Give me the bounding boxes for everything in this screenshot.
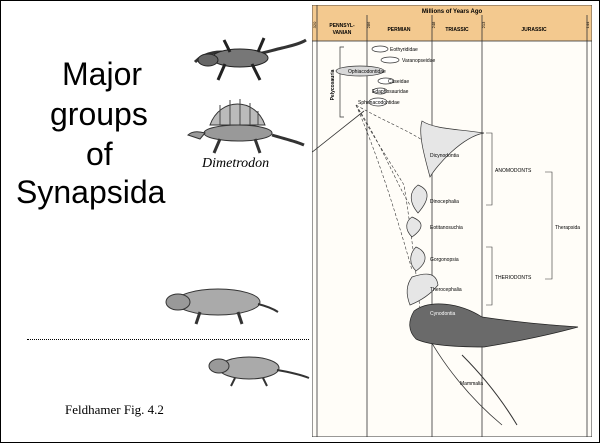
label-mammalia: Mammalia [460,381,483,387]
label-caseidae: Caseidae [388,79,409,85]
title-line-3: of [86,138,113,170]
title-line-2: groups [50,98,148,130]
period-label-triassic: TRIASSIC [445,27,469,33]
age-label-286: 286 [366,21,371,28]
varanopid-lizard-illustration [190,22,310,94]
time-axis-title: Millions of Years Ago [422,9,483,15]
cynodont-illustration [205,348,310,388]
label-pelycosauria: Pelycosauria [330,69,336,100]
period-label-permian: PERMIAN [387,27,410,33]
age-label-213: 213 [481,21,486,28]
label-therapsida: Therapsida [555,225,580,231]
label-cynodontia: Cynodontia [430,311,456,317]
label-varanopseidae: Varanopseidae [402,58,435,64]
figure-caption: Feldhamer Fig. 4.2 [65,402,164,418]
label-dicynodontia: Dicynodontia [430,153,459,159]
label-dinocephalia: Dinocephalia [430,199,459,205]
separator-dotted-line [27,339,309,340]
title-line-4: Synapsida [16,176,165,208]
label-edaphosauridae: Edaphosauridae [372,89,409,95]
period-label-pennsylvanian-line2: VANIAN [333,30,352,36]
dimetrodon-label: Dimetrodon [202,156,269,172]
label-sphenacodontidae: Sphenacodontidae [358,100,400,106]
label-eotitanosuchia: Eotitanosuchia [430,225,463,231]
title-line-1: Major [62,58,142,90]
label-theriodonts: THERIODONTS [495,275,532,281]
age-label-248: 248 [431,21,436,28]
label-anomodonts: ANOMODONTS [495,168,532,174]
label-gorgonopsia: Gorgonopsia [430,257,459,263]
label-therocephalia: Therocephalia [430,287,462,293]
label-ophiacodontidae: Ophiacodontidae [348,69,386,75]
label-eothyrididae: Eothyrididae [390,47,418,53]
synapsid-phylogeny-figure: Millions of Years Ago PENNSYL- VANIAN PE… [312,5,592,437]
therapsid-illustration [160,278,280,326]
period-label-jurassic: JURASSIC [521,27,547,33]
age-label-320: 320 [312,21,317,28]
age-label-144: 144 [585,21,590,28]
period-label-pennsylvanian: PENNSYL- [329,23,355,29]
dimetrodon-illustration [180,95,305,157]
